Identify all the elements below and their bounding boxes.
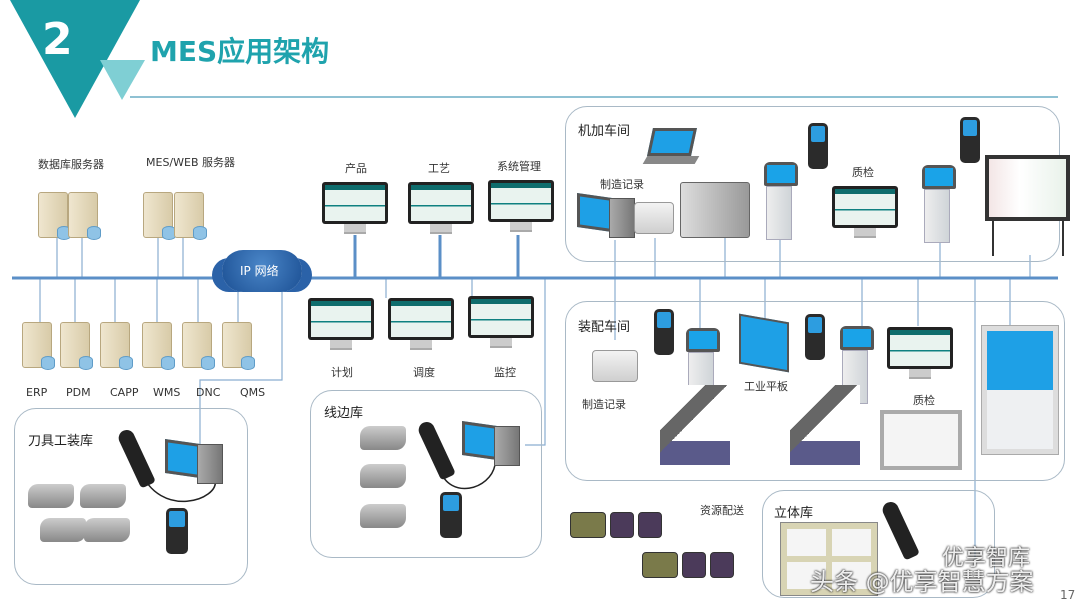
tool-part-icon: [28, 484, 74, 508]
display-panel-icon: [880, 410, 962, 470]
dnc-server-icon: [182, 322, 215, 370]
monitor-icon: [468, 296, 534, 348]
tool-part-icon: [80, 484, 126, 508]
system-label: PDM: [66, 386, 91, 399]
robot-arm-icon: [660, 385, 730, 465]
capp-server-icon: [100, 322, 133, 370]
handheld-terminal-icon: [654, 309, 674, 355]
page-number: 17: [1060, 588, 1076, 602]
system-label: DNC: [196, 386, 221, 399]
monitor-icon: [488, 180, 554, 232]
machining-title: 机加车间: [578, 124, 631, 139]
system-label: QMS: [240, 386, 266, 399]
client-label: 工艺: [428, 162, 450, 175]
handheld-terminal-icon: [166, 508, 188, 554]
large-kiosk-icon: [981, 325, 1059, 455]
db-server-icon: [38, 192, 71, 240]
header-badge: [10, 0, 145, 118]
board-stand: [1062, 221, 1064, 256]
client-label: 计划: [331, 366, 353, 379]
handheld-terminal-icon: [960, 117, 980, 163]
client-label: 调度: [413, 366, 435, 379]
electronic-board-icon: [985, 155, 1070, 221]
storage-rack-icon: [780, 522, 878, 596]
db-server-icon: [68, 192, 101, 240]
qc-monitor-icon: [887, 327, 953, 379]
qms-server-icon: [222, 322, 255, 370]
delivery-label: 资源配送: [700, 504, 744, 517]
warehouse-group: [762, 490, 995, 598]
client-label: 产品: [345, 162, 367, 175]
client-label: 监控: [494, 366, 516, 379]
tooling-storage-group: [14, 408, 248, 585]
cnc-machine-icon: [680, 182, 750, 238]
system-label: WMS: [153, 386, 181, 399]
lineside-storage-group: [310, 390, 542, 558]
machining-record-label: 制造记录: [600, 178, 644, 191]
page-title: MES应用架构: [150, 35, 330, 68]
agv-icon: [570, 500, 666, 538]
monitor-icon: [388, 298, 454, 350]
tablet-label: 工业平板: [744, 380, 788, 393]
part-icon: [360, 504, 406, 528]
board-stand: [992, 221, 994, 256]
tool-part-icon: [84, 518, 130, 542]
handheld-terminal-icon: [808, 123, 828, 169]
db-server-label: 数据库服务器: [38, 158, 104, 171]
qc-monitor-icon: [832, 186, 898, 238]
watermark: 优享智库: [942, 546, 1031, 571]
printer-icon: [592, 350, 638, 382]
erp-server-icon: [22, 322, 55, 370]
assembly-workshop-group: [565, 301, 1065, 481]
monitor-icon: [408, 182, 474, 234]
kiosk-icon: [920, 165, 956, 243]
handheld-terminal-icon: [805, 314, 825, 360]
kiosk-icon: [762, 162, 798, 240]
laptop-icon: [647, 128, 697, 156]
industrial-tablet-icon: [739, 313, 789, 373]
tool-part-icon: [40, 518, 86, 542]
section-number: 2: [42, 14, 73, 65]
wms-server-icon: [142, 322, 175, 370]
handheld-terminal-icon: [440, 492, 462, 538]
pdm-server-icon: [60, 322, 93, 370]
client-label: 系统管理: [497, 160, 541, 173]
monitor-icon: [322, 182, 388, 234]
laptop-base: [642, 156, 700, 164]
system-label: ERP: [26, 386, 48, 399]
agv-icon: [642, 540, 738, 578]
part-icon: [360, 426, 406, 450]
tooling-title: 刀具工装库: [28, 434, 94, 449]
ip-network-cloud: [222, 250, 302, 292]
web-server-label: MES/WEB 服务器: [146, 156, 235, 169]
assembly-title: 装配车间: [578, 320, 631, 335]
watermark: 头条 @优享智慧方案: [810, 568, 1034, 596]
ip-network-label: IP 网络: [240, 264, 279, 278]
lineside-title: 线边库: [324, 406, 364, 421]
part-icon: [360, 464, 406, 488]
printer-icon: [634, 202, 674, 234]
assembly-record-label: 制造记录: [582, 398, 626, 411]
system-label: CAPP: [110, 386, 139, 399]
warehouse-title: 立体库: [774, 506, 814, 521]
web-server-icon: [143, 192, 176, 240]
assembly-qc-label: 质检: [913, 394, 935, 407]
monitor-icon: [308, 298, 374, 350]
robot-arm-icon: [790, 385, 860, 465]
web-server-icon: [174, 192, 207, 240]
header-divider: [130, 96, 1058, 98]
machining-qc-label: 质检: [852, 166, 874, 179]
